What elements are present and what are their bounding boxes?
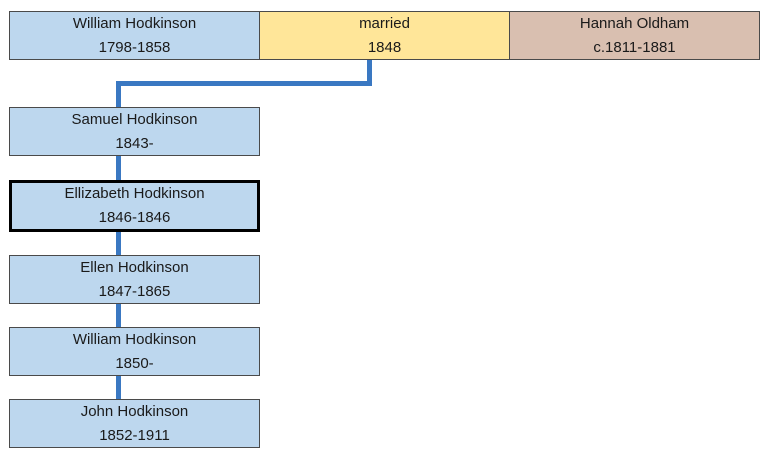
marriage-drop-line	[367, 59, 372, 85]
marriage-label: married	[359, 14, 410, 32]
child-dates: 1850-	[115, 354, 154, 372]
child-name: Samuel Hodkinson	[71, 110, 198, 128]
father-dates: 1798-1858	[98, 38, 171, 56]
marriage-horizontal-line	[116, 81, 372, 86]
marriage-year: 1848	[367, 38, 402, 56]
child-dates: 1852-1911	[99, 426, 170, 444]
child-dates: 1843-	[115, 134, 154, 152]
mother-dates: c.1811-1881	[593, 38, 676, 56]
children-descent-line	[116, 81, 121, 401]
child-name: William Hodkinson	[72, 330, 197, 348]
child-box-john[interactable]: John Hodkinson 1852-1911	[9, 399, 260, 448]
child-box-samuel[interactable]: Samuel Hodkinson 1843-	[9, 107, 260, 156]
child-dates: 1846-1846	[98, 209, 171, 226]
mother-box[interactable]: Hannah Oldham c.1811-1881	[509, 11, 760, 60]
child-name: John Hodkinson	[80, 402, 189, 420]
mother-name: Hannah Oldham	[579, 14, 690, 32]
child-dates: 1847-1865	[98, 282, 171, 300]
marriage-box[interactable]: married 1848	[259, 11, 510, 60]
father-name: William Hodkinson	[72, 14, 197, 32]
child-box-william[interactable]: William Hodkinson 1850-	[9, 327, 260, 376]
child-name: Ellen Hodkinson	[80, 258, 189, 276]
father-box[interactable]: William Hodkinson 1798-1858	[9, 11, 260, 60]
child-box-ellen[interactable]: Ellen Hodkinson 1847-1865	[9, 255, 260, 304]
child-name: Ellizabeth Hodkinson	[64, 185, 205, 202]
child-box-ellizabeth[interactable]: Ellizabeth Hodkinson 1846-1846	[9, 180, 260, 232]
